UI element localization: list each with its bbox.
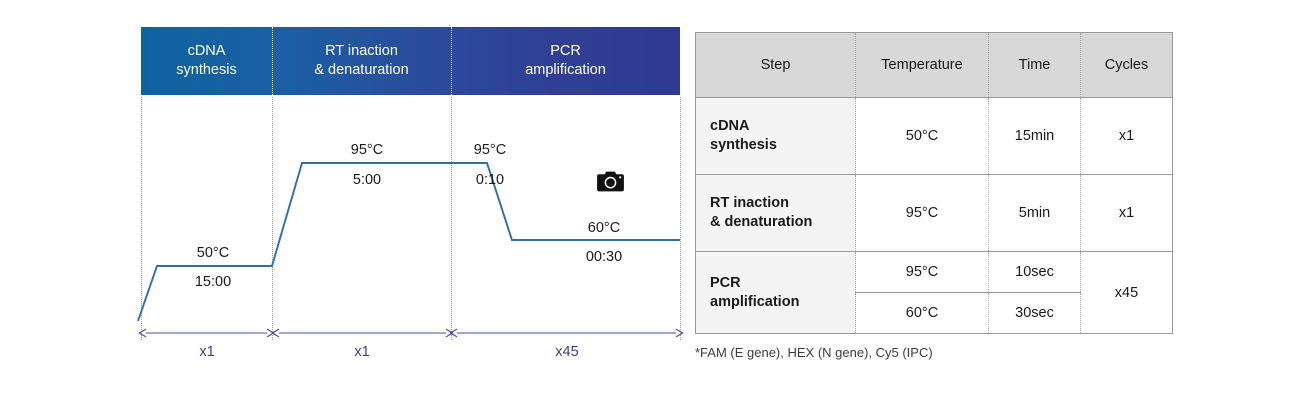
- phase-divider-2: [451, 97, 452, 340]
- phase-header-rt-line2: & denaturation: [314, 62, 409, 78]
- table-cell-temperature: 60°C: [855, 292, 989, 334]
- curve-label-cdna-temp: 50°C: [196, 245, 230, 261]
- cycle-label-cdna: x1: [199, 344, 215, 360]
- table-cell-time: 30sec: [988, 292, 1081, 334]
- phase-header-rt: RT inaction & denaturation: [272, 27, 451, 95]
- table-cell-step: PCR amplification: [695, 251, 856, 334]
- table-header-row: Step Temperature Time Cycles: [695, 32, 1173, 98]
- cycle-label-rt: x1: [354, 344, 370, 360]
- table-cell-step-line1: RT inaction: [710, 195, 789, 211]
- temperature-curve: [137, 162, 684, 338]
- protocol-table-panel: Step Temperature Time Cycles cDNA synthe…: [695, 32, 1173, 334]
- phase-header-cdna-line1: cDNA: [187, 43, 226, 59]
- phase-divider-0: [141, 97, 142, 340]
- table-cell-step: RT inaction & denaturation: [695, 174, 856, 252]
- phase-divider-3: [680, 97, 681, 340]
- table-header-temperature: Temperature: [855, 32, 989, 98]
- phase-divider-top-1: [272, 27, 273, 95]
- phase-header-pcr: PCR amplification: [451, 27, 680, 95]
- table-row: PCR amplification 95°C 10sec x45: [695, 251, 1173, 334]
- phase-header-cdna-line2: synthesis: [176, 62, 237, 78]
- table-cell-temperature: 50°C: [855, 97, 989, 175]
- camera-icon: [597, 170, 624, 194]
- phase-divider-1: [272, 97, 273, 340]
- phase-header-rt-line1: RT inaction: [325, 43, 398, 59]
- table-header-time: Time: [988, 32, 1081, 98]
- table-row: cDNA synthesis 50°C 15min x1: [695, 97, 1173, 175]
- table-row: 60°C 30sec: [696, 292, 1173, 334]
- table-cell-step: cDNA synthesis: [695, 97, 856, 175]
- table-header-cycles: Cycles: [1080, 32, 1173, 98]
- curve-label-pcr-anneal-time: 00:30: [585, 249, 623, 265]
- table-cell-temperature: 95°C: [855, 251, 989, 293]
- table-cell-time: 15min: [988, 97, 1081, 175]
- table-cell-cycles: x1: [1080, 174, 1173, 252]
- phase-header-bar: cDNA synthesis RT inaction & denaturatio…: [141, 27, 680, 95]
- cycle-label-pcr: x45: [555, 344, 579, 360]
- curve-label-pcr-anneal-temp: 60°C: [587, 220, 621, 236]
- table-row: RT inaction & denaturation 95°C 5min x1: [695, 174, 1173, 252]
- table-cell-step-line2: & denaturation: [710, 214, 813, 230]
- table-cell-temperature: 95°C: [855, 174, 989, 252]
- phase-header-pcr-line2: amplification: [525, 62, 606, 78]
- phase-divider-top-2: [451, 27, 452, 95]
- table-cell-time: 5min: [988, 174, 1081, 252]
- curve-label-cdna-time: 15:00: [194, 274, 232, 290]
- table-cell-step-line1: cDNA: [710, 118, 750, 134]
- protocol-table: Step Temperature Time Cycles cDNA synthe…: [695, 32, 1173, 334]
- thermal-profile-panel: cDNA synthesis RT inaction & denaturatio…: [137, 27, 684, 360]
- table-cell-step-line2: amplification: [710, 293, 800, 310]
- curve-label-pcr-denat-time: 0:10: [475, 172, 505, 188]
- table-cell-cycles: x45: [1080, 251, 1173, 334]
- table-cell-time: 10sec: [988, 251, 1081, 293]
- phase-header-cdna: cDNA synthesis: [141, 27, 272, 95]
- table-header-step: Step: [695, 32, 856, 98]
- table-cell-cycles: x1: [1080, 97, 1173, 175]
- phase-header-pcr-line1: PCR: [550, 43, 581, 59]
- table-cell-step-line1: PCR: [710, 274, 741, 291]
- curve-label-pcr-denat-temp: 95°C: [473, 142, 507, 158]
- curve-label-rt-temp: 95°C: [350, 142, 384, 158]
- curve-label-rt-time: 5:00: [352, 172, 382, 188]
- footnote: *FAM (E gene), HEX (N gene), Cy5 (IPC): [695, 345, 933, 360]
- table-cell-step-line2: synthesis: [710, 137, 777, 153]
